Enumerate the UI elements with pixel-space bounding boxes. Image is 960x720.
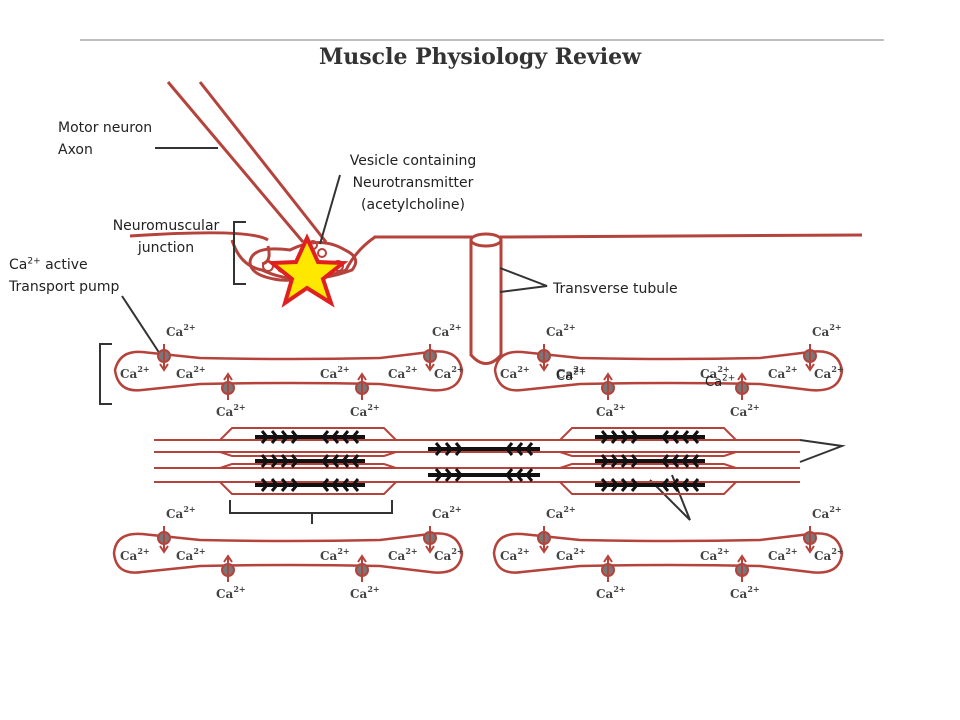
leader-lines (99, 147, 846, 524)
ca-ion-2: Ca2+ (432, 322, 462, 339)
calcium-pump-15 (601, 554, 615, 582)
calcium-pump-11 (221, 554, 235, 582)
ca-ion-31: Ca2+ (730, 584, 760, 601)
ca-ion-25: Ca2+ (320, 546, 350, 563)
ca-ion-11: Ca2+ (812, 322, 842, 339)
motor-neuron-label-line2: Axon (58, 142, 93, 158)
ca-ion-32: Ca2+ (500, 546, 530, 563)
ca-ion-19: Ca2+ (166, 504, 196, 521)
motor-neuron-label-line1: Motor neuron (58, 120, 153, 136)
nmj-label-line1: Neuromuscular (112, 218, 220, 234)
sr-sac-bottom-right (492, 532, 844, 574)
vesicle-label-line3: (acetylcholine) (361, 197, 465, 213)
ca-ion-34: Ca2+ (700, 546, 730, 563)
ca-ion-23: Ca2+ (120, 546, 150, 563)
ca-ion-35: Ca2+ (768, 546, 798, 563)
neuromuscular-junction-label: Neuromuscular junction (100, 215, 232, 259)
calcium-pump-9 (157, 526, 171, 554)
ca-ion-13: Ca2+ (730, 402, 760, 419)
calcium-pump-10 (423, 526, 437, 554)
vesicle-label: Vesicle containing Neurotransmitter (ace… (330, 150, 496, 216)
calcium-pump-7 (601, 372, 615, 400)
myosin-heads (260, 430, 700, 492)
myosin-filaments (255, 435, 705, 487)
ca-ion-14: Ca2+ (500, 364, 530, 381)
ca-ion-22: Ca2+ (350, 584, 380, 601)
pump-label-sup: 2+ (27, 256, 41, 267)
calcium-pump-12 (355, 554, 369, 582)
pump-label-rest: active (40, 257, 88, 273)
ca-ion-33: Ca2+ (556, 546, 586, 563)
ca-ion-10: Ca2+ (546, 322, 576, 339)
myofibrils (154, 427, 800, 495)
overlay-ca-label-1: Ca2+ (556, 367, 587, 384)
ca-ion-29: Ca2+ (812, 504, 842, 521)
sr-sac-bottom-left (112, 532, 464, 574)
ca-ion-8: Ca2+ (388, 364, 418, 381)
calcium-pump-4 (355, 372, 369, 400)
ca-ion-24: Ca2+ (176, 546, 206, 563)
sarcolemma (374, 233, 863, 239)
calcium-pump-13 (537, 526, 551, 554)
calcium-pump-2 (423, 344, 437, 372)
ca-ion-26: Ca2+ (388, 546, 418, 563)
ca-ion-30: Ca2+ (596, 584, 626, 601)
sr-sac-top-right (493, 350, 844, 392)
ca-ion-20: Ca2+ (432, 504, 462, 521)
calcium-pump-16 (735, 554, 749, 582)
page-title: Muscle Physiology Review (318, 44, 642, 70)
calcium-pump-3 (221, 372, 235, 400)
calcium-pump-6 (803, 344, 817, 372)
calcium-pump-5 (537, 344, 551, 372)
ca-ion-3: Ca2+ (216, 402, 246, 419)
ca-ion-5: Ca2+ (120, 364, 150, 381)
nmj-label-line2: junction (137, 240, 195, 256)
ca-ion-6: Ca2+ (176, 364, 206, 381)
ca-ion-17: Ca2+ (768, 364, 798, 381)
transverse-tubule (469, 232, 503, 365)
overlay-ca-label-2: Ca2+ (705, 373, 736, 390)
calcium-pumps (157, 344, 817, 582)
ca-ion-1: Ca2+ (166, 322, 196, 339)
vesicle-label-line2: Neurotransmitter (352, 175, 474, 191)
ca-ion-21: Ca2+ (216, 584, 246, 601)
ca-ion-12: Ca2+ (596, 402, 626, 419)
star-marker (266, 233, 349, 308)
calcium-pump-14 (803, 526, 817, 554)
ca-ion-7: Ca2+ (320, 364, 350, 381)
motor-neuron-axon (129, 81, 328, 243)
pump-label-line2: Transport pump (9, 279, 120, 295)
motor-neuron-label: Motor neuron Axon (58, 117, 152, 161)
calcium-pump-label: Ca2+ active Transport pump (9, 254, 119, 298)
vesicle-label-line1: Vesicle containing (349, 153, 477, 169)
calcium-pump-8 (735, 372, 749, 400)
pump-label-ca: Ca (9, 257, 28, 273)
ca-ion-4: Ca2+ (350, 402, 380, 419)
calcium-pump-1 (157, 344, 171, 372)
sr-sac-top-left (113, 350, 464, 392)
transverse-tubule-label: Transverse tubule (553, 281, 678, 297)
ca-ion-28: Ca2+ (546, 504, 576, 521)
